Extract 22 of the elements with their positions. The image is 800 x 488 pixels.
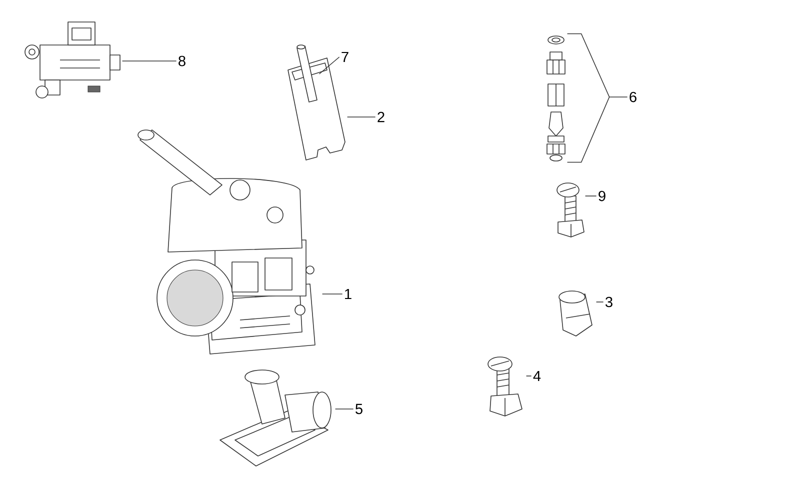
callout-number: 2 [378, 112, 384, 122]
leader-line [346, 116, 376, 118]
callout-number: 5 [356, 404, 362, 414]
leader-line [318, 56, 340, 74]
tube-drawing [296, 44, 318, 102]
callout-number: 4 [533, 370, 541, 382]
cap-drawing [558, 290, 592, 336]
leader-line [334, 408, 354, 410]
leader-line [122, 60, 177, 62]
carburetor-drawing [138, 130, 316, 354]
callout-number: 6 [630, 92, 636, 102]
screw-drawing [488, 356, 522, 416]
callout-number: 7 [342, 52, 348, 62]
sensor-drawing [24, 22, 120, 98]
valve-parts-drawing [546, 36, 566, 162]
float-drawing [220, 370, 332, 466]
callout-number: 3 [606, 296, 612, 308]
callout-number: 8 [178, 56, 186, 66]
callout-number: 1 [345, 288, 352, 300]
callout-number: 9 [598, 190, 606, 202]
leader-line [566, 33, 628, 163]
screw-drawing [556, 182, 584, 238]
